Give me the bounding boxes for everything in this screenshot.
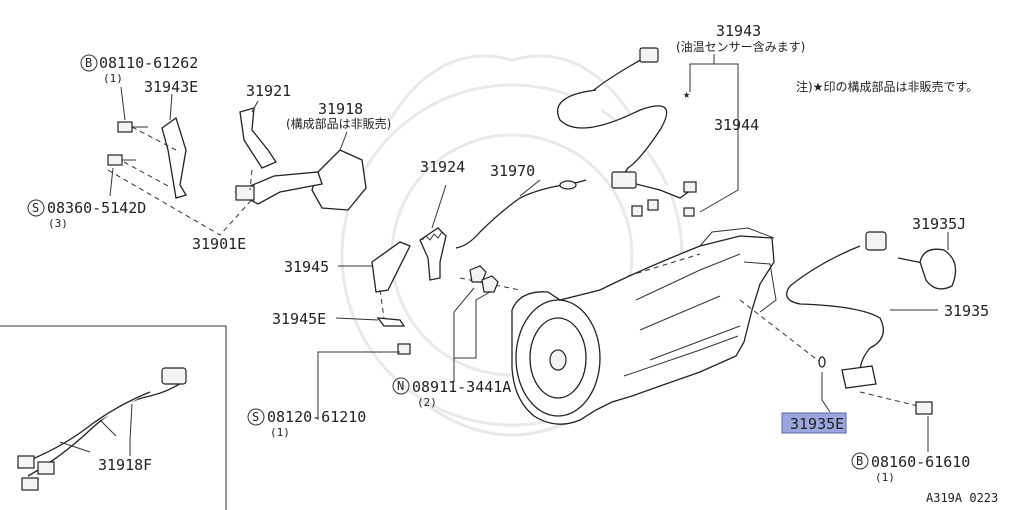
- label-31935e: 31935E: [790, 415, 844, 433]
- nuts-08911[interactable]: [453, 265, 499, 382]
- inset-box: [0, 325, 227, 510]
- svg-text:B: B: [856, 454, 863, 468]
- svg-text:08120-61210: 08120-61210: [267, 408, 366, 426]
- note-non-sale: 注)★印の構成部品は非販売です。: [796, 79, 978, 94]
- sector-31924[interactable]: [419, 184, 447, 281]
- label-31944: 31944: [714, 116, 759, 134]
- transmission-assembly[interactable]: [511, 227, 777, 425]
- svg-text:(1): (1): [103, 72, 123, 85]
- speedo-cable-31935[interactable]: [786, 231, 938, 389]
- svg-text:(3): (3): [48, 217, 68, 230]
- screw-marker-s2: [247, 408, 265, 426]
- diagram-code: A319A 0223: [926, 491, 998, 505]
- svg-text:S: S: [252, 410, 259, 424]
- clip-31945e[interactable]: [335, 317, 406, 327]
- label-31945: 31945: [284, 258, 329, 276]
- screw-marker-s: [27, 199, 45, 217]
- label-31945e: 31945E: [272, 310, 326, 328]
- label-31924: 31924: [420, 158, 465, 176]
- cable-31970[interactable]: [455, 179, 587, 249]
- label-31918f: 31918F: [98, 456, 152, 474]
- label-31943: 31943: [716, 22, 761, 40]
- label-31943-note: (油温センサー含みます): [676, 39, 805, 54]
- switch-31918[interactable]: [234, 131, 367, 211]
- svg-text:(2): (2): [417, 396, 437, 409]
- label-b-08160: B 08160-61610 (1): [851, 452, 970, 484]
- svg-text:B: B: [85, 56, 92, 70]
- gear-31935j[interactable]: [897, 232, 957, 290]
- harness-31943[interactable]: [556, 47, 739, 217]
- label-n-08911: N 08911-3441A (2): [392, 377, 511, 409]
- label-31970: 31970: [490, 162, 535, 180]
- bolt-08360[interactable]: [107, 154, 136, 197]
- label-31943e: 31943E: [144, 78, 198, 96]
- svg-text:08911-3441A: 08911-3441A: [412, 378, 511, 396]
- label-31935: 31935: [944, 302, 989, 320]
- svg-text:(1): (1): [875, 471, 895, 484]
- bracket-31943e[interactable]: [161, 93, 187, 199]
- bolt-marker-b2: [851, 452, 869, 470]
- label-31901e: 31901E: [192, 235, 246, 253]
- lever-31921[interactable]: [239, 100, 277, 169]
- label-s-08120: S 08120-61210 (1): [247, 408, 366, 439]
- label-b-08110: B 08110-61262 (1): [80, 54, 198, 85]
- svg-text:S: S: [32, 201, 39, 215]
- bolt-marker-b: [80, 54, 98, 72]
- label-31921: 31921: [246, 82, 291, 100]
- svg-text:08160-61610: 08160-61610: [871, 453, 970, 471]
- svg-text:(1): (1): [270, 426, 290, 439]
- label-31935j: 31935J: [912, 215, 966, 233]
- label-31918-note: (構成部品は非販売): [286, 116, 391, 131]
- label-s-08360: S 08360-5142D (3): [27, 199, 146, 230]
- star-icon: ★: [683, 87, 690, 101]
- oring-31935e[interactable]: [818, 356, 831, 413]
- highlight-31935e[interactable]: [781, 412, 847, 434]
- svg-text:08110-61262: 08110-61262: [99, 54, 198, 72]
- bracket-31945[interactable]: [338, 241, 411, 293]
- svg-text:N: N: [397, 379, 404, 393]
- bolt-08120[interactable]: [317, 343, 411, 420]
- harness-31918f[interactable]: [17, 367, 187, 491]
- svg-text:08360-5142D: 08360-5142D: [47, 199, 146, 217]
- nut-marker-n: [392, 377, 410, 395]
- label-31918: 31918: [318, 100, 363, 118]
- bolt-08160[interactable]: [915, 401, 933, 452]
